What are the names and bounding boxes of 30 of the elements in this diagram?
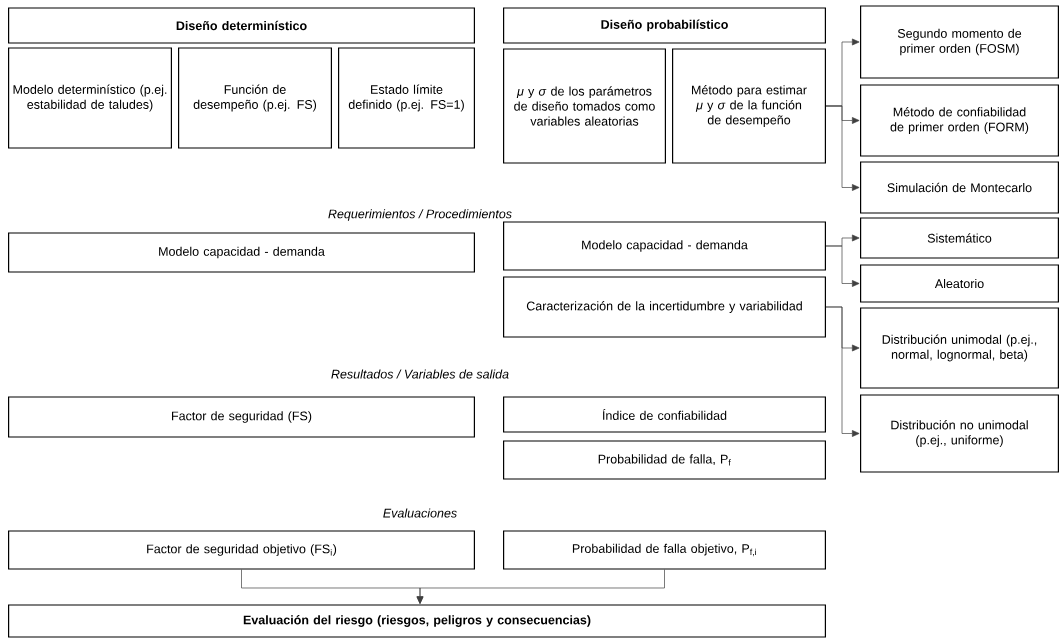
section-label: Resultados / Variables de salida	[331, 369, 509, 379]
title-box: Evaluación del riesgo (riesgos, peligros y consecuencias)	[8, 604, 826, 638]
process-box: Método de confiabilidad de primer orden (FORM)	[860, 84, 1059, 157]
arrow	[825, 105, 860, 191]
process-box: Factor de seguridad objetivo (FS$_{i}$)	[8, 530, 475, 570]
process-box: Distribución unimodal (p.ej., normal, lognormal, beta)	[860, 307, 1059, 389]
process-box: μ y σ de los parámetros de diseño tomados como variables aleatorias	[503, 48, 666, 164]
process-box: Método para estimar μ y σ de la función de desempeño	[672, 48, 826, 164]
process-box: Índice de confiabilidad	[503, 396, 826, 433]
section-label: Requerimientos / Procedimientos	[328, 209, 512, 221]
process-box: Segundo momento de primer orden (FOSM)	[860, 5, 1059, 79]
process-box: Simulación de Montecarlo	[860, 161, 1059, 214]
arrow	[416, 569, 665, 604]
process-box: Modelo determinístico (p.ej. estabilidad de taludes)	[8, 47, 172, 149]
process-box: Modelo capacidad - demanda	[503, 221, 826, 271]
process-box: Modelo capacidad - demanda	[8, 232, 475, 273]
process-box: Estado límite definido (p.ej. FS=1)	[338, 47, 475, 149]
process-box: Caracterización de la incertidumbre y variabilidad	[503, 276, 826, 338]
process-box: Probabilidad de falla objetivo, P$_{f,i}$	[503, 530, 826, 570]
arrow	[825, 245, 860, 287]
process-box: Distribución no unimodal (p.ej., uniforme)	[860, 394, 1059, 473]
process-box: Sistemático	[860, 217, 1059, 259]
process-box: Factor de seguridad (FS)	[8, 396, 475, 438]
title-box: Diseño determinístico	[8, 7, 475, 44]
process-box: Función de desempeño (p.ej. FS)	[178, 47, 332, 149]
process-box: Aleatorio	[860, 264, 1059, 303]
process-box: Probabilidad de falla, P$_{f}$	[503, 440, 826, 480]
section-label: Evaluaciones	[383, 508, 457, 518]
title-box: Diseño probabilístico	[503, 7, 826, 44]
arrow	[825, 306, 860, 437]
